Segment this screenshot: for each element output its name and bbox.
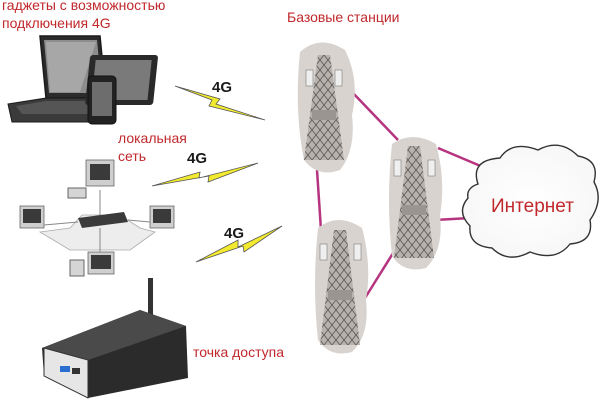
cloud-icon	[461, 144, 599, 258]
internet-label: Интернет	[491, 196, 574, 217]
access-point-router-icon	[42, 278, 188, 399]
cell-tower-2	[389, 137, 443, 270]
lan-network-icon	[19, 159, 175, 277]
link-tower1-tower2	[351, 91, 399, 141]
link-tower3-tower2	[363, 249, 397, 299]
lan-label-line2: сеть	[118, 148, 147, 164]
lan-label-line1: локальная	[118, 130, 187, 146]
4g-label-lan: 4G	[187, 150, 207, 167]
cell-tower-icon	[304, 55, 344, 160]
4g-label-access-point: 4G	[224, 225, 244, 242]
gadgets-label-line1: гаджеты с возможностью	[2, 0, 166, 13]
lightning-lan: 4G	[151, 150, 259, 187]
access-point-label: точка доступа	[193, 344, 285, 360]
cell-tower-3	[315, 220, 369, 354]
lightning-icon	[195, 225, 283, 263]
cell-tower-1	[297, 42, 355, 173]
cell-tower-icon	[394, 146, 434, 258]
base-stations-label: Базовые станции	[287, 9, 400, 25]
cell-tower-icon	[320, 230, 360, 345]
phone-icon	[87, 75, 117, 125]
4g-label-gadgets: 4G	[212, 79, 232, 96]
lightning-gadgets: 4G	[174, 79, 266, 121]
gadgets-group	[7, 35, 158, 125]
gadgets-label-line2: подключения 4G	[2, 15, 111, 31]
lightning-access-point: 4G	[195, 225, 283, 263]
lightning-icon	[174, 85, 266, 121]
lightning-icon	[151, 162, 259, 187]
